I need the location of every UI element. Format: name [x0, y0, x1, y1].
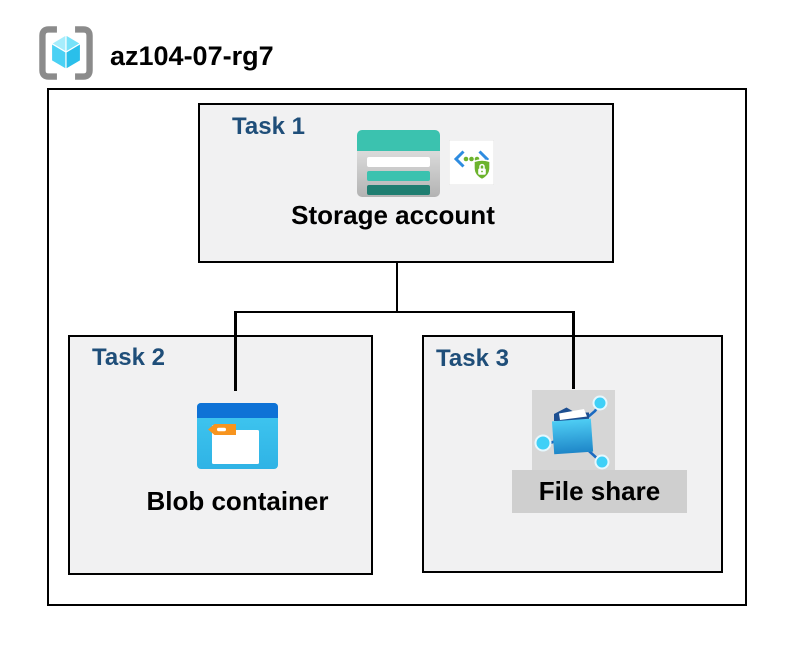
connector-storage-stem — [395, 262, 398, 312]
file-share-icon — [532, 390, 615, 470]
connector-to-file-share — [572, 311, 575, 389]
shared-access-signature-icon — [449, 140, 494, 185]
blob-container-icon — [197, 403, 278, 469]
task2-label: Task 2 — [92, 344, 165, 371]
blob-container-label: Blob container — [146, 486, 329, 516]
file-share-label: File share — [538, 476, 661, 506]
storage-account-icon — [357, 130, 440, 197]
resource-group-icon — [36, 24, 96, 82]
connector-to-blob-container — [234, 311, 237, 391]
storage-account-label: Storage account — [291, 200, 495, 230]
task1-label: Task 1 — [232, 113, 305, 140]
task3-label: Task 3 — [436, 345, 509, 372]
file-share-label-box: File share — [512, 470, 687, 513]
task1-box: Task 1 — [198, 103, 614, 263]
task2-box: Task 2 Blob — [68, 335, 373, 575]
resource-group-name: az104-07-rg7 — [110, 41, 274, 71]
connector-horizontal — [234, 310, 575, 313]
